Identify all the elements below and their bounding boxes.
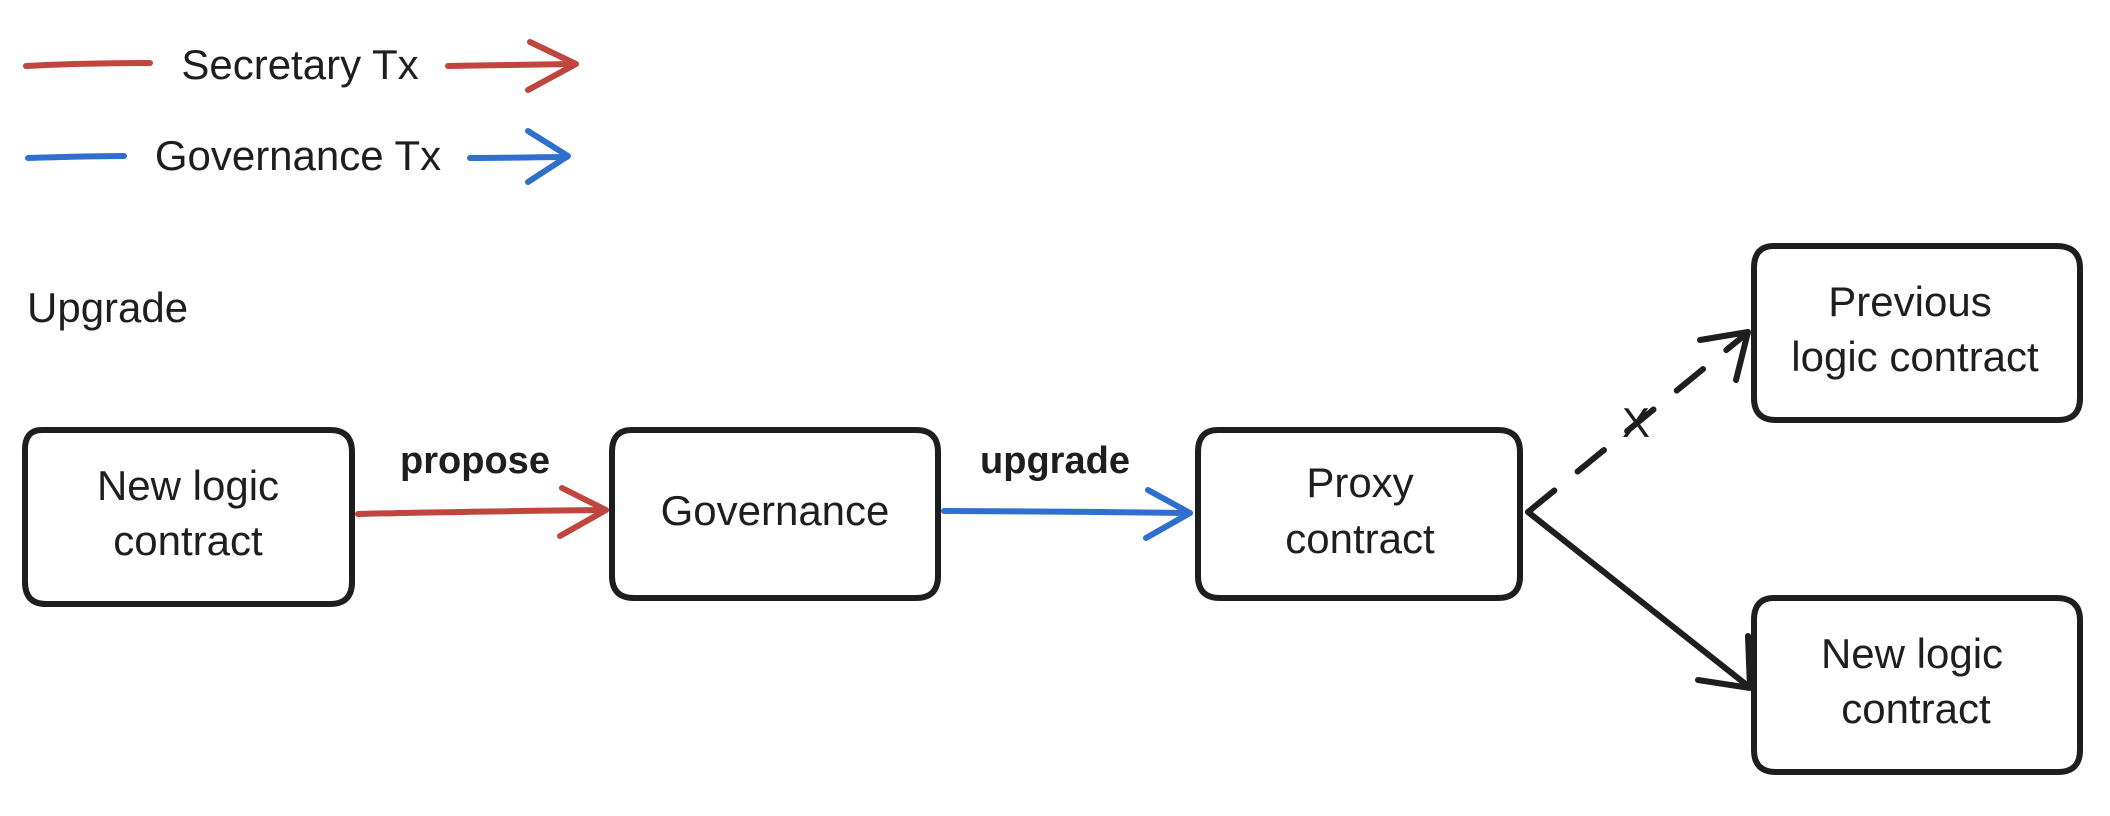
node-new-logic-source: New logic contract [21, 427, 355, 607]
legend-governance-line [25, 153, 127, 161]
legend-secretary-arrow-line [445, 61, 577, 69]
node-governance-line1: Governance [661, 487, 890, 534]
legend: Secretary Tx Governance Tx [23, 39, 579, 185]
edge-upgrade-arrowhead [1143, 487, 1193, 541]
edge-upgrade: upgrade [941, 440, 1193, 541]
legend-secretary-arrowhead [525, 39, 579, 93]
node-new-logic-target-line1: New logic [1821, 630, 2003, 677]
node-new-logic-source-line1: New logic [97, 462, 279, 509]
node-new-logic-target: New logic contract [1751, 595, 2083, 775]
legend-secretary-label: Secretary Tx [181, 41, 418, 88]
edge-to-previous: X [1525, 329, 1751, 515]
edge-upgrade-label: upgrade [980, 440, 1130, 482]
edge-propose-arrowhead [557, 485, 609, 539]
node-proxy-line1: Proxy [1306, 459, 1413, 506]
edge-to-new-line [1525, 509, 1751, 689]
legend-secretary-line [23, 60, 153, 69]
legend-secretary: Secretary Tx [23, 39, 579, 93]
legend-governance-arrowhead [525, 128, 571, 185]
node-new-logic-source-border [21, 427, 355, 607]
node-new-logic-source-line2: contract [113, 517, 263, 564]
edge-propose: propose [355, 440, 609, 539]
legend-governance: Governance Tx [25, 128, 571, 185]
node-previous-logic-border [1751, 243, 2083, 423]
edge-propose-label: propose [400, 440, 550, 482]
node-governance: Governance [609, 427, 941, 601]
node-new-logic-target-border [1751, 595, 2083, 775]
node-proxy: Proxy contract [1195, 427, 1523, 601]
node-previous-logic-line2: logic contract [1791, 333, 2039, 380]
legend-governance-label: Governance Tx [155, 132, 441, 179]
edge-upgrade-line [941, 508, 1193, 516]
edge-to-new [1525, 509, 1753, 691]
section-title: Upgrade [27, 284, 188, 331]
node-proxy-border [1195, 427, 1523, 601]
edge-propose-line [355, 507, 607, 517]
node-previous-logic: Previous logic contract [1751, 243, 2083, 423]
node-previous-logic-line1: Previous [1828, 278, 1991, 325]
node-proxy-line2: contract [1285, 515, 1435, 562]
node-new-logic-target-line2: contract [1841, 685, 1991, 732]
edge-to-previous-arrowhead [1697, 329, 1751, 383]
edge-to-previous-label: X [1622, 399, 1650, 446]
node-governance-border [609, 427, 941, 601]
edge-to-new-arrowhead [1695, 633, 1753, 691]
legend-governance-arrow-line [467, 154, 570, 161]
edge-to-previous-line [1525, 331, 1749, 515]
